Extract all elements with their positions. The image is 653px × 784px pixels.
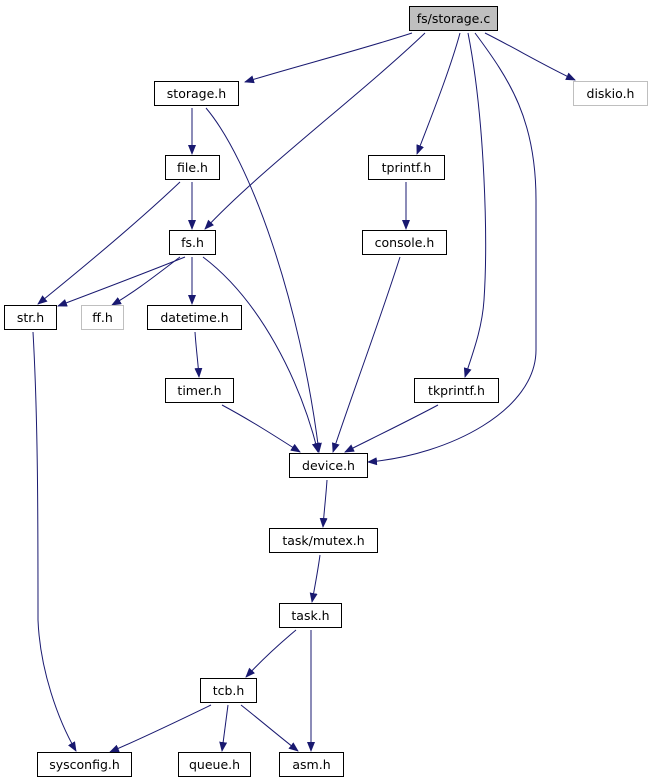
node-label-tkprintf-h: tkprintf.h bbox=[428, 383, 485, 398]
edge-datetime-h-to-timer-h bbox=[194, 331, 203, 378]
node-box-tkprintf-h bbox=[414, 378, 499, 403]
node-label-ff-h: ff.h bbox=[92, 310, 113, 325]
node-label-device-h: device.h bbox=[302, 458, 355, 473]
edge-device-h-to-task-mutex-h bbox=[319, 479, 328, 528]
node-box-fs-h bbox=[169, 230, 216, 255]
node-box-datetime-h bbox=[147, 305, 242, 330]
node-label-sysconfig-h: sysconfig.h bbox=[49, 757, 120, 772]
node-box-tcb-h bbox=[200, 678, 257, 703]
node-fs-storage-c[interactable]: fs/storage.c bbox=[409, 6, 498, 31]
node-box-file-h bbox=[165, 155, 220, 180]
node-tprintf-h[interactable]: tprintf.h bbox=[368, 155, 445, 180]
node-tcb-h[interactable]: tcb.h bbox=[200, 678, 257, 703]
node-box-console-h bbox=[362, 230, 447, 255]
edge-fs-storage-c-to-fs-h bbox=[204, 32, 426, 230]
edge-task-mutex-h-to-task-h bbox=[309, 554, 321, 603]
node-task-mutex-h[interactable]: task/mutex.h bbox=[269, 528, 378, 553]
node-ff-h[interactable]: ff.h bbox=[81, 305, 124, 330]
node-diskio-h[interactable]: diskio.h bbox=[573, 81, 648, 106]
node-file-h[interactable]: file.h bbox=[165, 155, 220, 180]
edge-fs-h-to-str-h bbox=[57, 256, 186, 307]
node-box-tprintf-h bbox=[368, 155, 445, 180]
edge-str-h-to-sysconfig-h bbox=[32, 331, 77, 752]
node-box-timer-h bbox=[165, 378, 234, 403]
node-label-queue-h: queue.h bbox=[189, 757, 240, 772]
node-label-asm-h: asm.h bbox=[292, 757, 330, 772]
node-label-task-h: task.h bbox=[291, 608, 329, 623]
edge-fs-storage-c-to-diskio-h bbox=[484, 32, 576, 81]
node-box-queue-h bbox=[178, 752, 251, 777]
node-box-str-h bbox=[4, 305, 57, 330]
edge-fs-storage-c-to-tkprintf-h bbox=[463, 32, 487, 378]
node-box-sysconfig-h bbox=[37, 752, 132, 777]
edge-fs-storage-c-to-tprintf-h bbox=[416, 32, 461, 155]
node-label-fs-h: fs.h bbox=[181, 235, 204, 250]
edge-fs-h-to-device-h bbox=[202, 256, 320, 453]
edge-fs-storage-c-to-storage-h bbox=[244, 32, 413, 84]
node-box-asm-h bbox=[279, 752, 344, 777]
node-label-timer-h: timer.h bbox=[177, 383, 221, 398]
node-datetime-h[interactable]: datetime.h bbox=[147, 305, 242, 330]
node-box-ff-h bbox=[81, 305, 124, 330]
node-label-file-h: file.h bbox=[177, 160, 208, 175]
node-asm-h[interactable]: asm.h bbox=[279, 752, 344, 777]
edge-tcb-h-to-sysconfig-h bbox=[109, 704, 212, 753]
edge-console-h-to-device-h bbox=[331, 256, 401, 453]
edge-task-h-to-tcb-h bbox=[245, 629, 297, 678]
edge-tcb-h-to-queue-h bbox=[219, 704, 229, 752]
node-console-h[interactable]: console.h bbox=[362, 230, 447, 255]
node-task-h[interactable]: task.h bbox=[279, 603, 342, 628]
node-box-device-h bbox=[289, 453, 368, 478]
edge-fs-h-to-ff-h bbox=[111, 256, 181, 306]
node-storage-h[interactable]: storage.h bbox=[154, 81, 239, 106]
edge-tkprintf-h-to-device-h bbox=[344, 404, 439, 453]
node-queue-h[interactable]: queue.h bbox=[178, 752, 251, 777]
node-box-task-mutex-h bbox=[269, 528, 378, 553]
node-label-datetime-h: datetime.h bbox=[160, 310, 228, 325]
node-label-tprintf-h: tprintf.h bbox=[382, 160, 432, 175]
node-label-task-mutex-h: task/mutex.h bbox=[282, 533, 364, 548]
edge-timer-h-to-device-h bbox=[221, 404, 301, 453]
node-label-str-h: str.h bbox=[17, 310, 44, 325]
node-tkprintf-h[interactable]: tkprintf.h bbox=[414, 378, 499, 403]
node-label-tcb-h: tcb.h bbox=[213, 683, 245, 698]
edges-layer bbox=[32, 32, 576, 753]
node-str-h[interactable]: str.h bbox=[4, 305, 57, 330]
node-device-h[interactable]: device.h bbox=[289, 453, 368, 478]
edge-storage-h-to-device-h bbox=[205, 107, 322, 453]
node-label-console-h: console.h bbox=[375, 235, 435, 250]
node-box-storage-h bbox=[154, 81, 239, 106]
node-label-storage-h: storage.h bbox=[167, 86, 226, 101]
node-box-task-h bbox=[279, 603, 342, 628]
edge-tcb-h-to-asm-h bbox=[240, 704, 299, 752]
node-timer-h[interactable]: timer.h bbox=[165, 378, 234, 403]
edge-file-h-to-str-h bbox=[37, 181, 181, 305]
node-label-fs-storage-c: fs/storage.c bbox=[417, 11, 491, 26]
edge-fs-storage-c-to-device-h bbox=[367, 32, 537, 466]
node-box-diskio-h bbox=[573, 81, 648, 106]
node-label-diskio-h: diskio.h bbox=[587, 86, 635, 101]
nodes-layer: fs/storage.c storage.h diskio.h file.h tprin… bbox=[4, 6, 648, 777]
node-fs-h[interactable]: fs.h bbox=[169, 230, 216, 255]
node-sysconfig-h[interactable]: sysconfig.h bbox=[37, 752, 132, 777]
node-box-fs-storage-c bbox=[409, 6, 498, 31]
